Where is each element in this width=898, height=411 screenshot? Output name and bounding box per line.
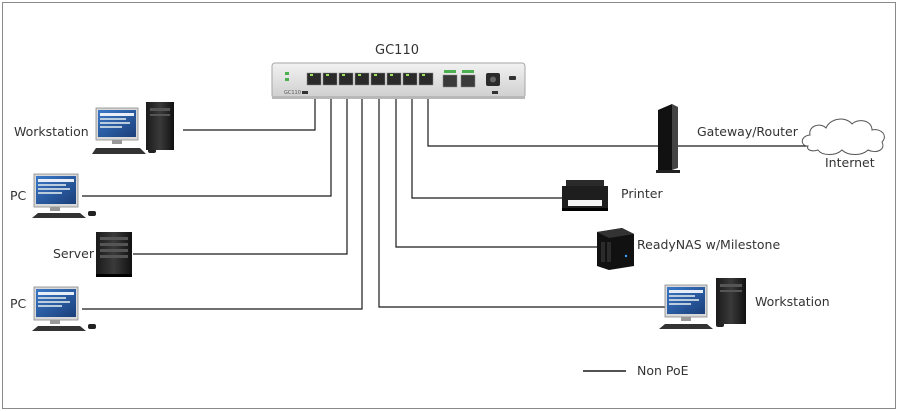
legend-non-poe-label: Non PoE [637, 363, 689, 378]
gateway-router-icon [656, 104, 680, 173]
readynas-label: ReadyNAS w/Milestone [637, 237, 780, 252]
connection-wires [82, 88, 820, 310]
wire-workstation-left [183, 88, 316, 131]
switch-front-label: GC110 [284, 90, 301, 96]
printer-label: Printer [621, 186, 663, 201]
wire-pc-bottom [82, 88, 363, 310]
internet-cloud-icon [801, 118, 885, 155]
readynas-icon [597, 228, 634, 270]
printer-icon [562, 180, 608, 211]
workstation-left-label: Workstation [14, 124, 89, 139]
wire-workstation-right [378, 88, 665, 308]
wire-pc-top [82, 88, 332, 197]
server-icon [96, 232, 132, 277]
wire-gateway-internet [427, 88, 820, 147]
gateway-router-label: Gateway/Router [697, 124, 799, 139]
switch-gc110: GC110 [271, 62, 526, 99]
pc-bottom-icon [32, 286, 96, 331]
wire-printer [411, 88, 562, 199]
internet-label: Internet [825, 155, 875, 170]
workstation-left-icon [92, 102, 174, 154]
wire-server [133, 88, 348, 255]
server-label: Server [53, 246, 95, 261]
workstation-right-icon [659, 278, 746, 329]
switch-title: GC110 [375, 43, 419, 58]
workstation-right-label: Workstation [755, 294, 830, 309]
legend: Non PoE [583, 363, 689, 378]
pc-top-label: PC [10, 188, 27, 203]
pc-bottom-label: PC [10, 296, 27, 311]
wire-nas [395, 88, 597, 248]
pc-top-icon [32, 173, 96, 218]
